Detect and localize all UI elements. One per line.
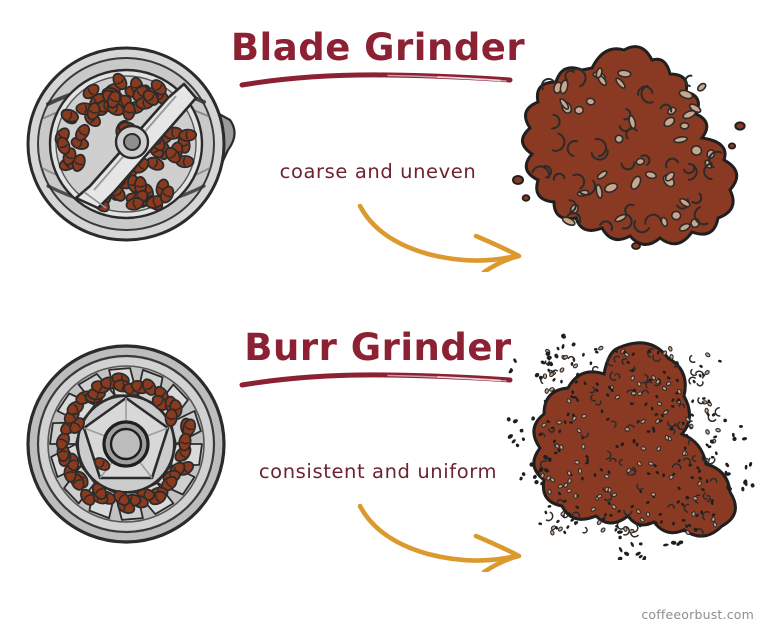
section-title: Blade Grinder: [230, 26, 526, 69]
fine-grounds-icon: [500, 330, 758, 562]
curved-arrow-right-icon: [356, 500, 536, 575]
watermark-credit: coffeeorbust.com: [641, 607, 754, 622]
blade-grinder-topview-icon: [18, 40, 248, 250]
title-underline-stroke: [239, 372, 513, 388]
grounds-scatter-group: [506, 333, 755, 562]
grounds-speck-group: [538, 345, 722, 538]
burr-grinder-title-block: Burr Grinder: [228, 326, 528, 402]
grounds-speck-group: [531, 67, 723, 234]
section-caption: consistent and uniform: [258, 460, 498, 483]
blade-grinder-title-block: Blade Grinder: [228, 26, 528, 102]
coarse-grounds-icon: [500, 30, 758, 260]
coffee-beans-group: [55, 372, 197, 514]
curved-arrow-right-icon: [356, 200, 536, 275]
section-caption: coarse and uneven: [279, 160, 477, 183]
loose-crumb-group: [512, 121, 746, 250]
burr-grinder-topview-icon: [18, 340, 248, 550]
section-blade-grinder: Blade Grinder coarse and uneven: [0, 12, 768, 312]
section-burr-grinder: Burr Grinder consistent and uniform: [0, 312, 768, 612]
title-underline-stroke: [239, 72, 513, 88]
section-title: Burr Grinder: [244, 326, 512, 369]
